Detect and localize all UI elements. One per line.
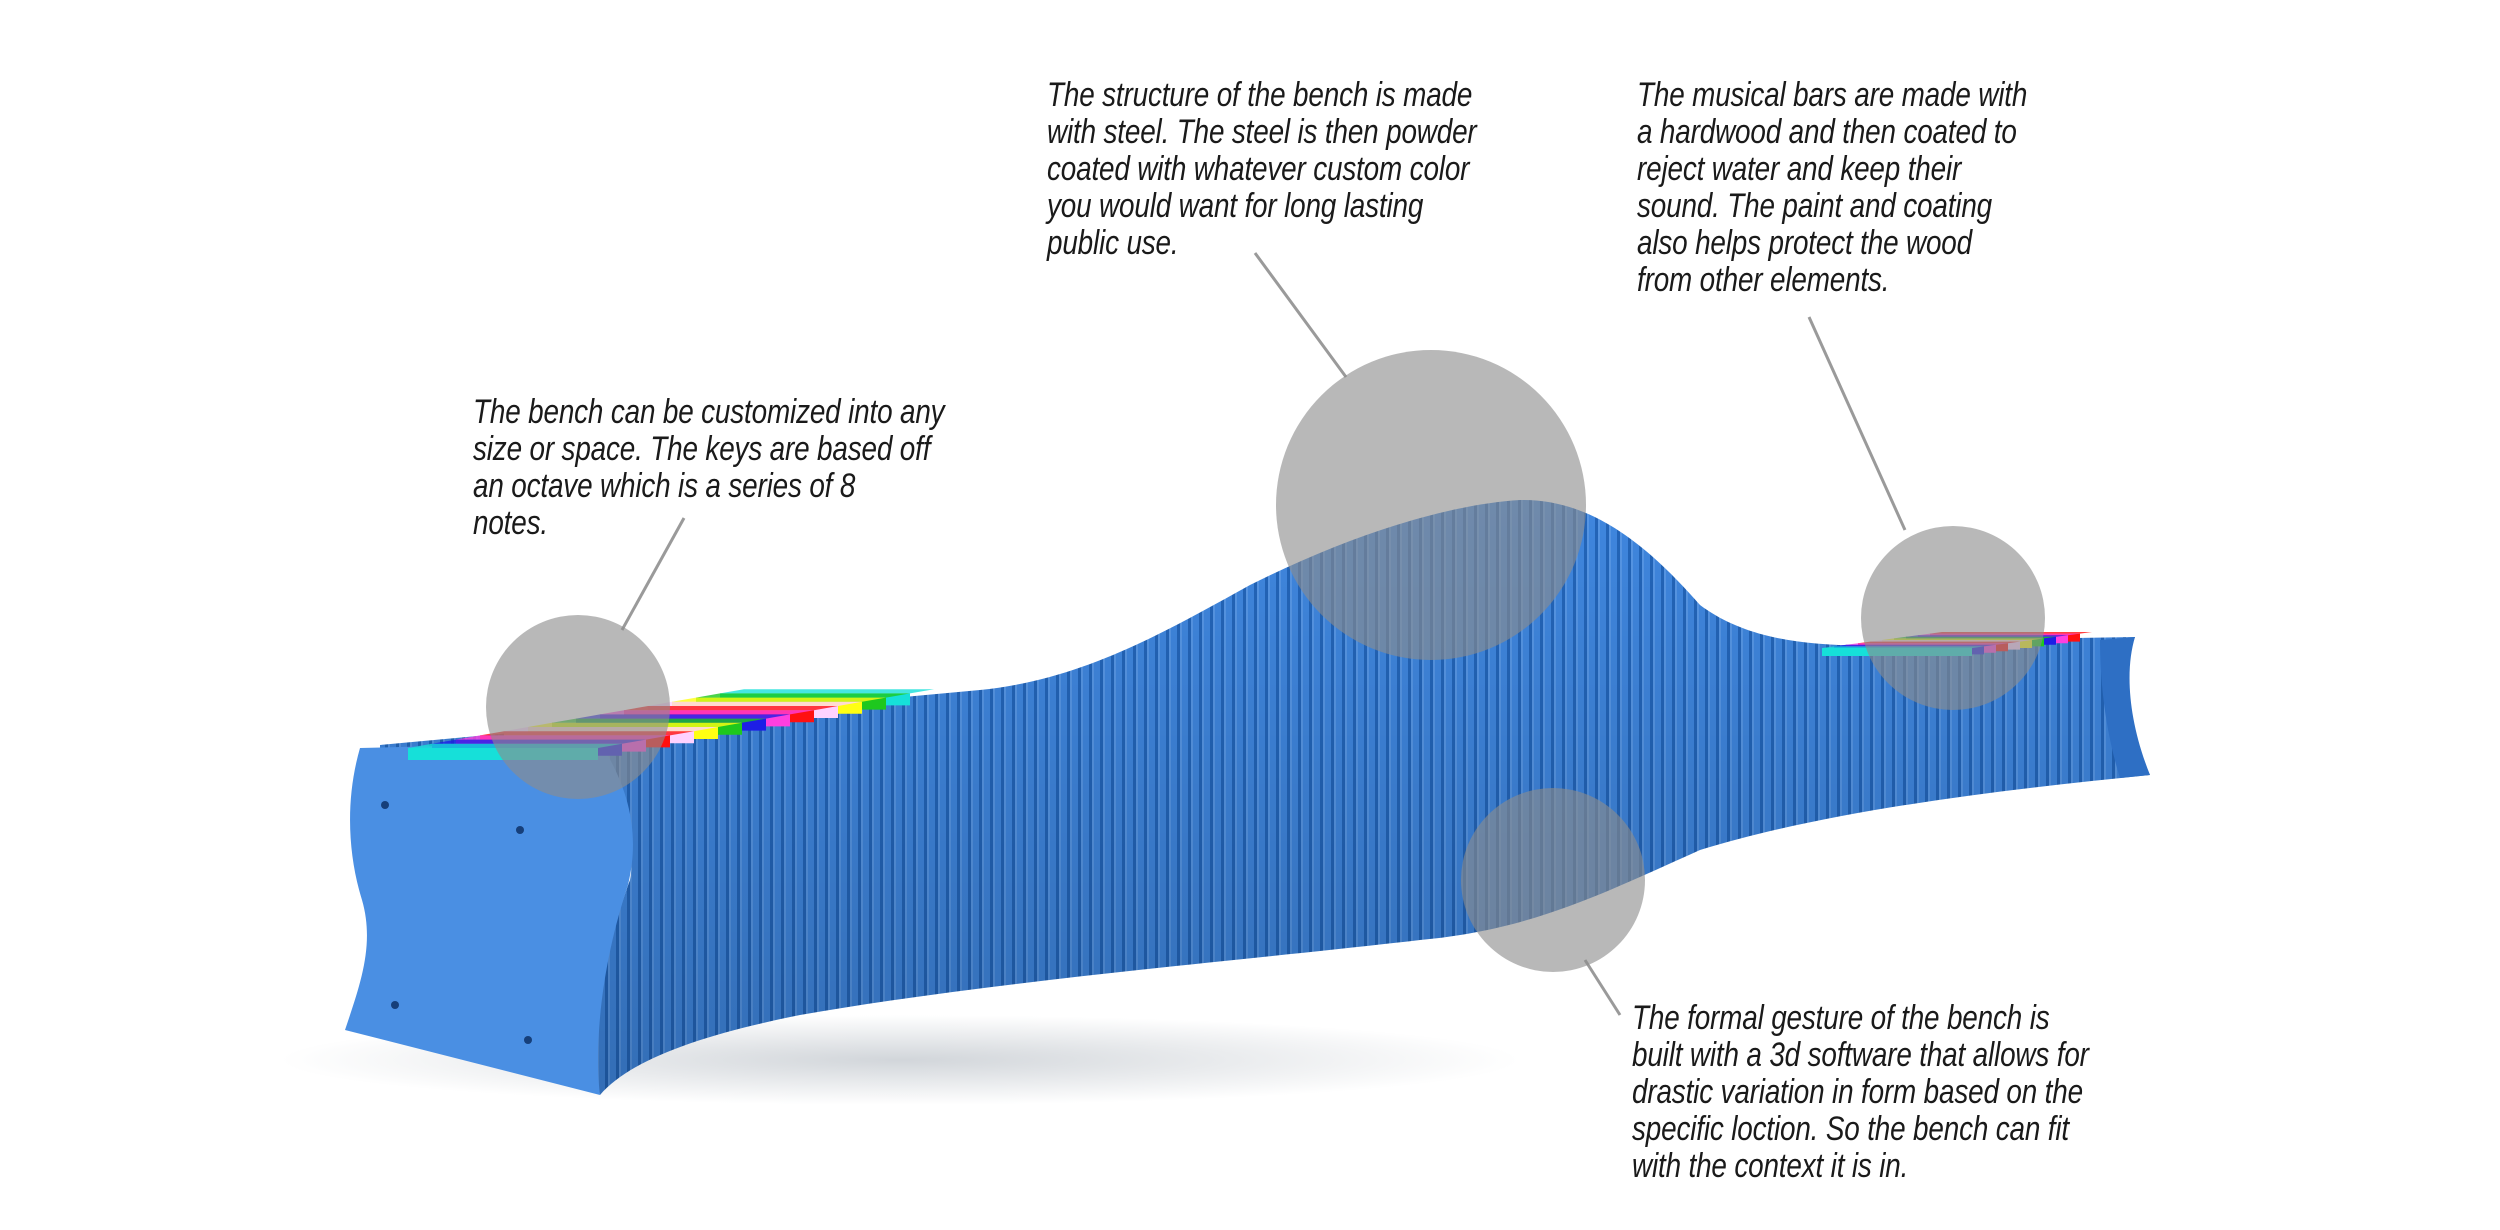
leader-line-musical-bars [1807, 316, 1907, 531]
annotation-line: built with a 3d software that allows for [1632, 1036, 2089, 1074]
bolt [516, 826, 524, 834]
annotation-structure: The structure of the bench is made with … [1047, 77, 1477, 262]
bolt [524, 1036, 532, 1044]
highlight-circle-musical-bars [1861, 526, 2045, 710]
annotation-line: The bench can be customized into any [473, 393, 945, 431]
annotation-line: notes. [473, 504, 548, 542]
annotation-line: drastic variation in form based on the [1632, 1073, 2083, 1111]
annotation-formal-gesture: The formal gesture of the bench is built… [1632, 1000, 2089, 1185]
leader-line-structure [1253, 252, 1348, 378]
annotation-line: a hardwood and then coated to [1637, 113, 2017, 151]
bolt [391, 1001, 399, 1009]
annotation-line: coated with whatever custom color [1047, 150, 1470, 188]
bench-end-cap-near [345, 742, 633, 1095]
bench-body [380, 499, 2150, 1095]
annotation-line: public use. [1047, 224, 1179, 262]
musical-key-top [648, 701, 862, 706]
annotation-line: reject water and keep their [1637, 150, 1962, 188]
highlight-circle-formal-gesture [1461, 788, 1645, 972]
annotation-line: The musical bars are made with [1637, 76, 2028, 114]
annotation-octave: The bench can be customized into any siz… [473, 393, 945, 542]
annotation-line: you would want for long lasting [1047, 187, 1424, 225]
musical-key-top [624, 706, 838, 711]
annotation-line: The formal gesture of the bench is [1632, 999, 2050, 1037]
highlight-circle-structure [1276, 350, 1586, 660]
bench-end-cap-far [2100, 637, 2150, 778]
leader-line-octave [620, 517, 686, 631]
annotation-line: size or space. The keys are based off [473, 430, 931, 468]
musical-key-top [720, 689, 934, 694]
leader-line-formal-gesture [1583, 959, 1622, 1016]
bolt [381, 801, 389, 809]
annotation-line: The structure of the bench is made [1047, 76, 1473, 114]
annotation-line: with the context it is in. [1632, 1147, 1909, 1185]
annotation-musical-bars: The musical bars are made with a hardwoo… [1637, 77, 2027, 299]
musical-key-top [696, 693, 910, 698]
highlight-circle-octave [486, 615, 670, 799]
annotation-line: from other elements. [1637, 261, 1890, 299]
annotation-line: sound. The paint and coating [1637, 187, 1993, 225]
musical-key-top [672, 697, 886, 702]
annotation-line: with steel. The steel is then powder [1047, 113, 1477, 151]
annotation-line: specific loction. So the bench can fit [1632, 1110, 2070, 1148]
annotation-line: an octave which is a series of 8 [473, 467, 856, 505]
annotation-line: also helps protect the wood [1637, 224, 1972, 262]
